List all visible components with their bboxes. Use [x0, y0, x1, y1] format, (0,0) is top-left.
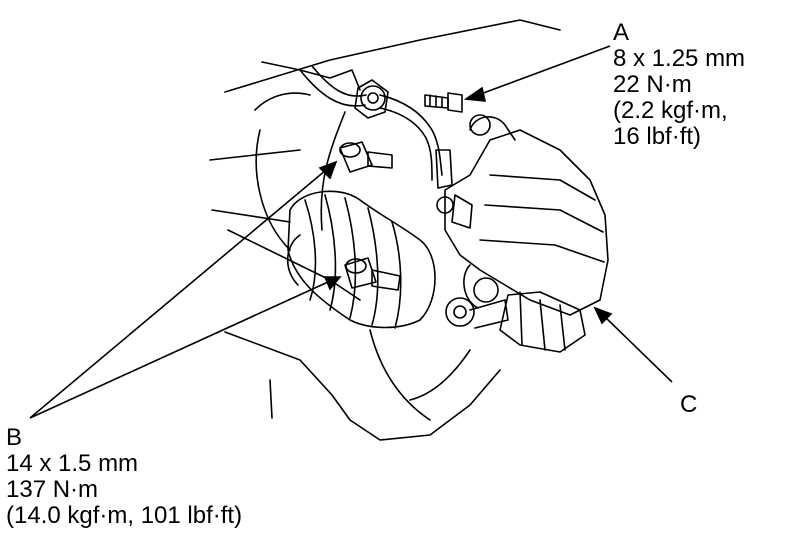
callout-b-size: 14 x 1.5 mm — [6, 450, 139, 477]
callout-b-torque-other: (14.0 kgf·m, 101 lbf·ft) — [6, 502, 243, 529]
hub-boot — [286, 190, 436, 329]
knuckle-outline — [209, 19, 561, 441]
callout-a-torque-kgfm: (2.2 kgf·m, — [613, 97, 728, 124]
leader-line-b-upper — [29, 169, 327, 419]
caliper-bracket — [445, 291, 586, 353]
callout-a-torque-nm: 22 N·m — [613, 71, 692, 98]
callout-a-letter: A — [613, 19, 630, 46]
banjo-bolt-a — [424, 92, 463, 113]
leader-line-b-lower — [29, 281, 329, 419]
arrowhead-b-upper — [318, 160, 338, 180]
arrowhead-c — [593, 306, 613, 325]
arrowhead-b-lower — [323, 276, 342, 291]
callout-a-torque-lbfft: 16 lbf·ft) — [613, 123, 702, 150]
callout-a-size: 8 x 1.25 mm — [613, 45, 746, 72]
leader-line-c — [603, 315, 673, 383]
callout-b-torque-nm: 137 N·m — [6, 476, 99, 503]
callout-a: A 8 x 1.25 mm 22 N·m (2.2 kgf·m, 16 lbf·… — [613, 20, 745, 150]
bracket-bolt-lower — [344, 257, 401, 291]
arrowhead-a — [463, 86, 487, 102]
callout-b: B 14 x 1.5 mm 137 N·m (14.0 kgf·m, 101 l… — [6, 425, 242, 529]
brake-hose — [299, 65, 453, 189]
callout-c-letter: C — [680, 391, 698, 418]
callout-c: C — [680, 392, 697, 418]
leader-line-a — [477, 45, 611, 96]
callout-b-letter: B — [6, 424, 23, 451]
caliper-body — [436, 114, 609, 316]
bracket-bolt-upper — [339, 141, 393, 173]
